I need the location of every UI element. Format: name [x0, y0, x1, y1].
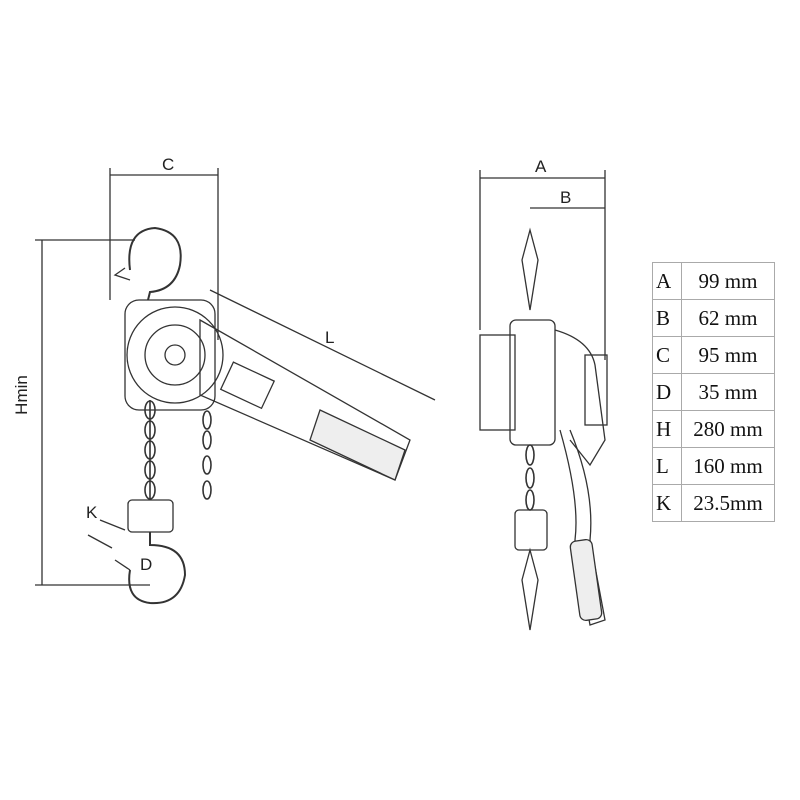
right-view-hoist: [479, 227, 608, 631]
dim-value: 160 mm: [681, 447, 775, 485]
label-b: B: [560, 188, 572, 207]
dim-value: 35 mm: [681, 373, 775, 411]
dim-key: A: [652, 262, 682, 300]
dimension-k: [87, 519, 126, 549]
label-k: K: [86, 503, 98, 522]
label-a: A: [535, 157, 547, 176]
label-hmin: Hmin: [11, 375, 31, 415]
dim-key: K: [652, 484, 682, 522]
dim-value: 95 mm: [681, 336, 775, 374]
left-view-hoist: [113, 226, 411, 605]
dim-key: C: [652, 336, 682, 374]
dim-value: 23.5mm: [681, 484, 775, 522]
dim-key: L: [652, 447, 682, 485]
dim-key: H: [652, 410, 682, 448]
dimension-c: [109, 168, 219, 340]
dim-key: D: [652, 373, 682, 411]
label-d: D: [140, 555, 153, 574]
label-c: C: [162, 155, 175, 174]
dimension-a: [479, 170, 606, 360]
dimension-hmin: [35, 239, 150, 586]
label-l: L: [325, 328, 335, 347]
dimension-l: [209, 289, 436, 401]
dim-value: 280 mm: [681, 410, 775, 448]
dim-value: 99 mm: [681, 262, 775, 300]
dim-value: 62 mm: [681, 299, 775, 337]
dim-key: B: [652, 299, 682, 337]
